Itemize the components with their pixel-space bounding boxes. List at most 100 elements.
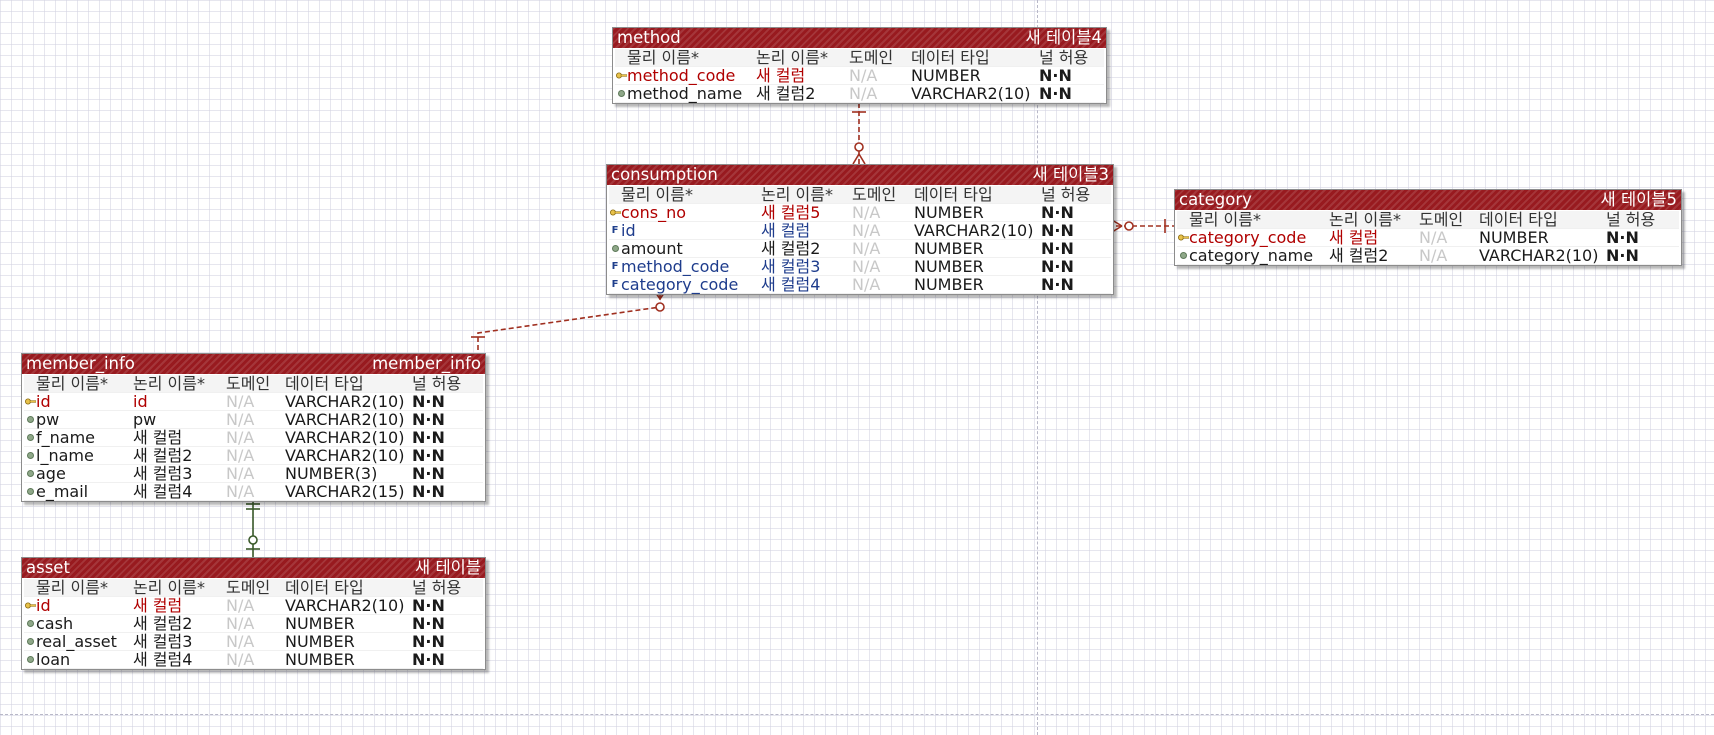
column-domain: N/A: [1419, 228, 1448, 247]
column-header-type: 데이터 타입: [914, 185, 993, 204]
column-physical-name: id: [36, 596, 51, 615]
column-domain: N/A: [226, 596, 255, 615]
primary-key-icon: [24, 393, 36, 410]
column-nullable: N·N: [412, 464, 445, 483]
column-header-type: 데이터 타입: [285, 578, 364, 597]
relationship-method-consumption[interactable]: [852, 103, 866, 165]
column-physical-name: method_code: [621, 257, 730, 276]
column-data-type: NUMBER: [914, 239, 984, 258]
column-data-type: VARCHAR2(10): [285, 392, 405, 411]
table-alias: 새 테이블4: [1025, 28, 1102, 47]
column-logical-name: 새 컬럼: [761, 221, 811, 240]
column-domain: N/A: [852, 257, 881, 276]
column-header-domain: 도메인: [849, 48, 894, 67]
column-nullable: N·N: [1041, 275, 1074, 294]
column-nullable: N·N: [412, 410, 445, 429]
table-alias: 새 테이블5: [1600, 190, 1677, 209]
column-header-physical: 물리 이름*: [1189, 210, 1261, 229]
column-data-type: VARCHAR2(10): [285, 446, 405, 465]
column-header-domain: 도메인: [852, 185, 897, 204]
column-data-type: NUMBER: [285, 614, 355, 633]
column-header-type: 데이터 타입: [1479, 210, 1558, 229]
column-physical-name: age: [36, 464, 66, 483]
column-physical-name: amount: [621, 239, 683, 258]
column-physical-name: category_name: [1189, 246, 1314, 265]
column-dot-icon: [615, 85, 627, 102]
column-nullable: N·N: [1041, 257, 1074, 276]
column-dot-icon: [24, 411, 36, 428]
column-logical-name: 새 컬럼3: [133, 632, 193, 651]
relationship-member-info-asset[interactable]: [246, 497, 260, 557]
column-domain: N/A: [226, 392, 255, 411]
column-logical-name: 새 컬럼3: [761, 257, 821, 276]
column-data-type: VARCHAR2(10): [1479, 246, 1599, 265]
column-header-physical: 물리 이름*: [36, 374, 108, 393]
column-domain: N/A: [852, 203, 881, 222]
column-physical-name: id: [36, 392, 51, 411]
column-physical-name: method_code: [627, 66, 736, 85]
column-physical-name: e_mail: [36, 482, 89, 501]
column-header-nullable: 널 허용: [1039, 48, 1089, 67]
column-data-type: VARCHAR2(10): [911, 84, 1031, 103]
column-nullable: N·N: [1039, 66, 1072, 85]
column-dot-icon: [24, 633, 36, 650]
column-header-logical: 논리 이름*: [761, 185, 833, 204]
column-logical-name: 새 컬럼: [1329, 228, 1379, 247]
column-data-type: NUMBER(3): [285, 464, 378, 483]
column-domain: N/A: [852, 275, 881, 294]
foreign-key-icon: F: [611, 260, 619, 272]
column-data-type: VARCHAR2(15): [285, 482, 405, 501]
column-header-nullable: 널 허용: [1606, 210, 1656, 229]
column-physical-name: id: [621, 221, 636, 240]
column-dot-icon: [24, 615, 36, 632]
page-boundary-horizontal: [0, 714, 1714, 715]
column-domain: N/A: [849, 66, 878, 85]
column-header-type: 데이터 타입: [285, 374, 364, 393]
foreign-key-icon: F: [611, 278, 619, 290]
column-header-physical: 물리 이름*: [621, 185, 693, 204]
column-physical-name: method_name: [627, 84, 743, 103]
column-header-nullable: 널 허용: [412, 374, 462, 393]
column-physical-name: loan: [36, 650, 71, 669]
column-physical-name: cash: [36, 614, 74, 633]
relationship-member-info-consumption[interactable]: [471, 289, 667, 350]
column-logical-name: 새 컬럼2: [761, 239, 821, 258]
relationship-category-consumption[interactable]: [1111, 219, 1176, 233]
column-logical-name: 새 컬럼5: [761, 203, 821, 222]
column-dot-icon: [24, 447, 36, 464]
column-domain: N/A: [226, 614, 255, 633]
column-header-logical: 논리 이름*: [756, 48, 828, 67]
